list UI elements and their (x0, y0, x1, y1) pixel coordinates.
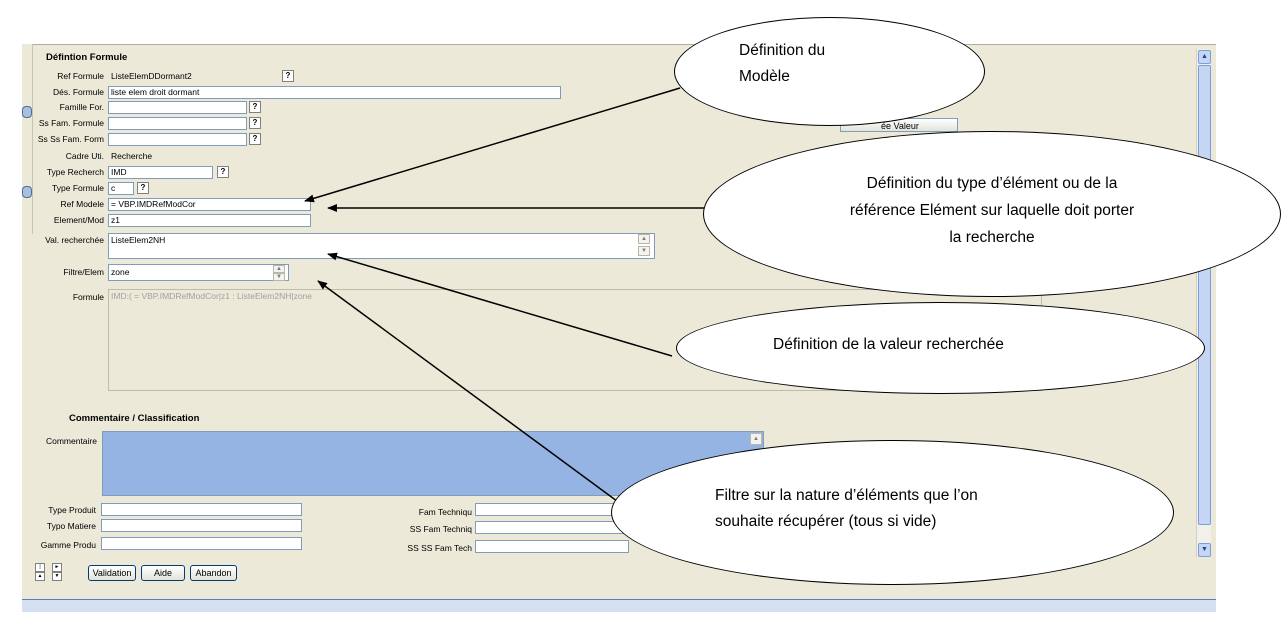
element-mod-label: Element/Mod (53, 215, 104, 225)
val-recherchee-label: Val. recherchée (45, 235, 104, 245)
section-title-definition: Défintion Formule (46, 52, 128, 63)
ss-fam-techniq-label: SS Fam Techniq (409, 524, 472, 534)
type-produit-field[interactable] (101, 503, 302, 516)
ref-formule-label: Ref Formule (57, 71, 104, 81)
nav-next-icon[interactable]: ► (52, 563, 62, 572)
arrow-modele (304, 87, 681, 203)
typo-matiere-field[interactable] (101, 519, 302, 532)
callout-type-element: Définition du type d’élément ou de la ré… (703, 131, 1281, 297)
nav-down-icon[interactable]: ▼ (52, 572, 62, 581)
des-formule-field[interactable]: liste elem droit dormant (108, 86, 561, 99)
filtre-scroll-down-icon[interactable]: ▼ (273, 273, 285, 281)
famille-for-label: Famille For. (59, 102, 104, 112)
type-recherch-field[interactable]: IMD (108, 166, 213, 179)
type-produit-label: Type Produit (48, 505, 96, 515)
ss-ss-fam-form-help-button[interactable]: ? (249, 133, 261, 145)
type-recherch-help-button[interactable]: ? (217, 166, 229, 178)
val-scroll-down-icon[interactable]: ▼ (638, 246, 650, 256)
filtre-scroll-up-icon[interactable]: ▲ (273, 265, 285, 273)
filtre-elem-field[interactable]: zone (108, 264, 289, 281)
scroll-up-icon[interactable]: ▲ (1198, 50, 1211, 64)
status-bar (22, 599, 1216, 612)
formule-label: Formule (72, 292, 104, 302)
type-formule-help-button[interactable]: ? (137, 182, 149, 194)
ref-modele-field[interactable]: = VBP.IMDRefModCor (108, 198, 311, 211)
type-recherch-label: Type Recherch (46, 167, 104, 177)
section-title-comment: Commentaire / Classification (69, 413, 200, 424)
abandon-button[interactable]: Abandon (190, 565, 237, 581)
cadre-uti-value: Recherche (111, 151, 153, 161)
ss-fam-formule-label: Ss Fam. Formule (38, 118, 104, 128)
ref-formule-help-button[interactable]: ? (282, 70, 294, 82)
gamme-produit-field[interactable] (101, 537, 302, 550)
ref-formule-value: ListeElemDDormant2 (111, 71, 192, 81)
callout-valeur-text: Définition de la valeur recherchée (773, 336, 1004, 353)
ss-fam-formule-field[interactable] (108, 117, 247, 130)
cadre-uti-label: Cadre Uti. (65, 151, 104, 161)
filtre-elem-label: Filtre/Elem (63, 267, 104, 277)
callout-modele-text: Définition du Modèle (739, 42, 826, 85)
ref-modele-label: Ref Modele (60, 199, 104, 209)
comment-label: Commentaire (45, 436, 97, 446)
famille-for-help-button[interactable]: ? (249, 101, 261, 113)
des-formule-label: Dés. Formule (52, 87, 104, 97)
fam-technique-label: Fam Techniqu (418, 507, 472, 517)
callout-modele: Définition du Modèle (674, 17, 985, 126)
callout-filtre: Filtre sur la nature d’éléments que l’on… (611, 440, 1174, 585)
val-scroll-up-icon[interactable]: ▲ (638, 234, 650, 244)
ss-ss-fam-form-field[interactable] (108, 133, 247, 146)
ss-ss-fam-tech-label: SS SS Fam Tech (407, 543, 472, 553)
nav-up-icon[interactable]: ▲ (35, 572, 45, 581)
element-mod-field[interactable]: z1 (108, 214, 311, 227)
gamme-produit-label: Gamme Produ (40, 540, 96, 550)
side-tab-icon[interactable] (22, 106, 32, 118)
nav-first-icon[interactable]: | (35, 563, 45, 572)
val-recherchee-field[interactable]: ListeElem2NH (108, 233, 655, 259)
ss-fam-formule-help-button[interactable]: ? (249, 117, 261, 129)
comment-scroll-up-icon[interactable]: ▲ (750, 433, 762, 445)
callout-valeur: Définition de la valeur recherchée (676, 302, 1205, 394)
typo-matiere-label: Typo Matiere (46, 521, 96, 531)
callout-type-element-text: Définition du type d’élément ou de la ré… (849, 175, 1135, 246)
famille-for-field[interactable] (108, 101, 247, 114)
scroll-down-icon[interactable]: ▼ (1198, 543, 1211, 557)
type-formule-label: Type Formule (52, 183, 104, 193)
arrow-valeur (327, 252, 673, 357)
left-toolbar-strip (22, 44, 33, 234)
ss-ss-fam-form-label: Ss Ss Fam. Form (37, 134, 104, 144)
arrow-filtre (317, 280, 641, 519)
type-formule-field[interactable]: c (108, 182, 134, 195)
callout-filtre-text: Filtre sur la nature d’éléments que l’on… (715, 487, 978, 530)
validation-button[interactable]: Validation (88, 565, 136, 581)
side-tab-icon[interactable] (22, 186, 32, 198)
comment-textarea[interactable] (102, 431, 764, 496)
aide-button[interactable]: Aide (141, 565, 185, 581)
ss-ss-fam-tech-field[interactable] (475, 540, 629, 553)
